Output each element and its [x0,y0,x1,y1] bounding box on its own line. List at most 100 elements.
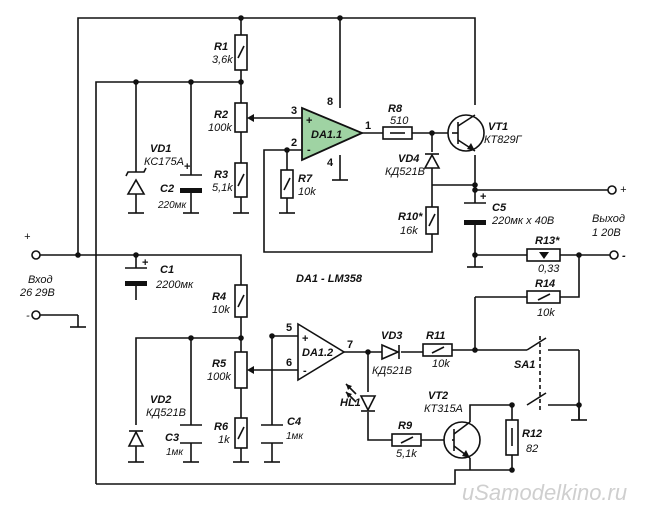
capacitor-c3 [180,424,202,444]
label-c4: C4 [287,416,301,428]
value-vd2: КД521В [146,407,186,419]
value-r1: 3,6k [212,54,233,66]
input-title: Вход [28,274,53,286]
svg-text:+: + [184,161,190,173]
output-minus-sign: - [622,250,626,262]
value-c3: 1мк [166,447,184,458]
resistor-r12 [505,419,519,456]
switch-sa1 [526,336,547,410]
label-c3: C3 [165,432,179,444]
value-r11: 10k [432,358,450,370]
value-r9: 5,1k [396,448,417,460]
terminals [31,185,619,320]
output-title: Выход [592,213,625,225]
resistor-r3 [234,162,248,198]
value-vd3: КД521В [372,365,412,377]
label-da1-chip: DA1 - LM358 [296,273,363,285]
watermark: uSamodelkino.ru [462,480,627,505]
resistor-r13 [526,248,561,262]
diode-vd3 [381,343,400,361]
transistor-vt1 [447,114,485,152]
label-vd1: VD1 [150,143,171,155]
label-r11: R11 [426,330,445,342]
label-sa1: SA1 [514,359,535,371]
label-vd4: VD4 [398,153,419,165]
svg-text:-: - [307,144,311,156]
label-c1: C1 [160,264,174,276]
pin-4: 4 [327,157,334,169]
label-r2: R2 [214,109,228,121]
pin-3: 3 [291,105,297,117]
resistor-r4 [234,284,248,318]
value-r12: 82 [526,443,538,455]
label-c2: C2 [160,183,174,195]
label-r13: R13* [535,235,560,247]
capacitor-c1: + [125,257,148,300]
label-r10: R10* [398,211,423,223]
value-vt2: КТ315А [424,403,463,415]
resistor-r14 [526,290,561,304]
label-r4: R4 [212,291,226,303]
input-minus-sign: - [26,310,30,322]
capacitor-c2: + [180,161,202,193]
resistor-r11 [422,343,453,357]
value-r13: 0,33 [538,263,560,275]
capacitor-c5: + [464,191,486,225]
output-range: 1 20В [592,227,621,239]
label-hl1: HL1 [340,397,361,409]
label-vd3: VD3 [381,330,402,342]
value-c1: 2200мк [155,279,194,291]
value-vt1: КТ829Г [484,134,523,146]
opamp-da1-2: + - [297,322,346,382]
resistor-r8 [382,126,413,140]
label-c5: C5 [492,202,507,214]
label-vt1: VT1 [488,121,508,133]
opamp-da1-1: + - [301,106,365,162]
input-plus-sign: + [24,231,31,243]
label-r1: R1 [214,41,228,53]
value-r2: 100k [208,122,232,134]
label-da1-2: DA1.2 [302,347,333,359]
label-r6: R6 [214,421,229,433]
resistor-r7 [280,169,294,199]
value-c4: 1мк [286,431,304,442]
resistor-r1 [234,34,248,71]
value-c2: 220мк [157,200,188,211]
value-r5: 100k [207,371,231,383]
label-r12: R12 [522,428,542,440]
pin-6: 6 [286,357,292,369]
svg-text:-: - [303,365,307,377]
value-r4: 10k [212,304,230,316]
wires [40,17,610,485]
pin-8: 8 [327,96,333,108]
junction-dots [75,15,582,473]
input-range: 26 29В [19,287,55,299]
pin-2: 2 [291,137,297,149]
svg-text:+: + [142,257,148,269]
label-r14: R14 [535,278,555,290]
value-r14: 10k [537,307,555,319]
resistor-r9 [391,433,422,447]
label-r3: R3 [214,169,228,181]
value-vd4: КД521В [385,166,425,178]
transistor-vt2 [443,421,481,459]
label-r7: R7 [298,173,313,185]
value-r10: 16k [400,225,418,237]
output-plus-sign: + [620,184,627,196]
resistor-r10 [425,206,439,235]
svg-text:+: + [302,333,308,345]
zener-diode-vd1 [125,167,147,195]
svg-text:+: + [306,115,312,127]
label-vt2: VT2 [428,390,448,402]
pin-5: 5 [286,322,292,334]
diode-vd2 [127,430,145,447]
value-r7: 10k [298,186,316,198]
value-r8: 510 [390,115,409,127]
pin-1: 1 [365,120,371,132]
resistor-r5-potentiometer [234,351,254,389]
svg-text:+: + [480,191,486,203]
label-r8: R8 [388,103,403,115]
label-r9: R9 [398,420,413,432]
diode-vd4 [423,153,441,169]
